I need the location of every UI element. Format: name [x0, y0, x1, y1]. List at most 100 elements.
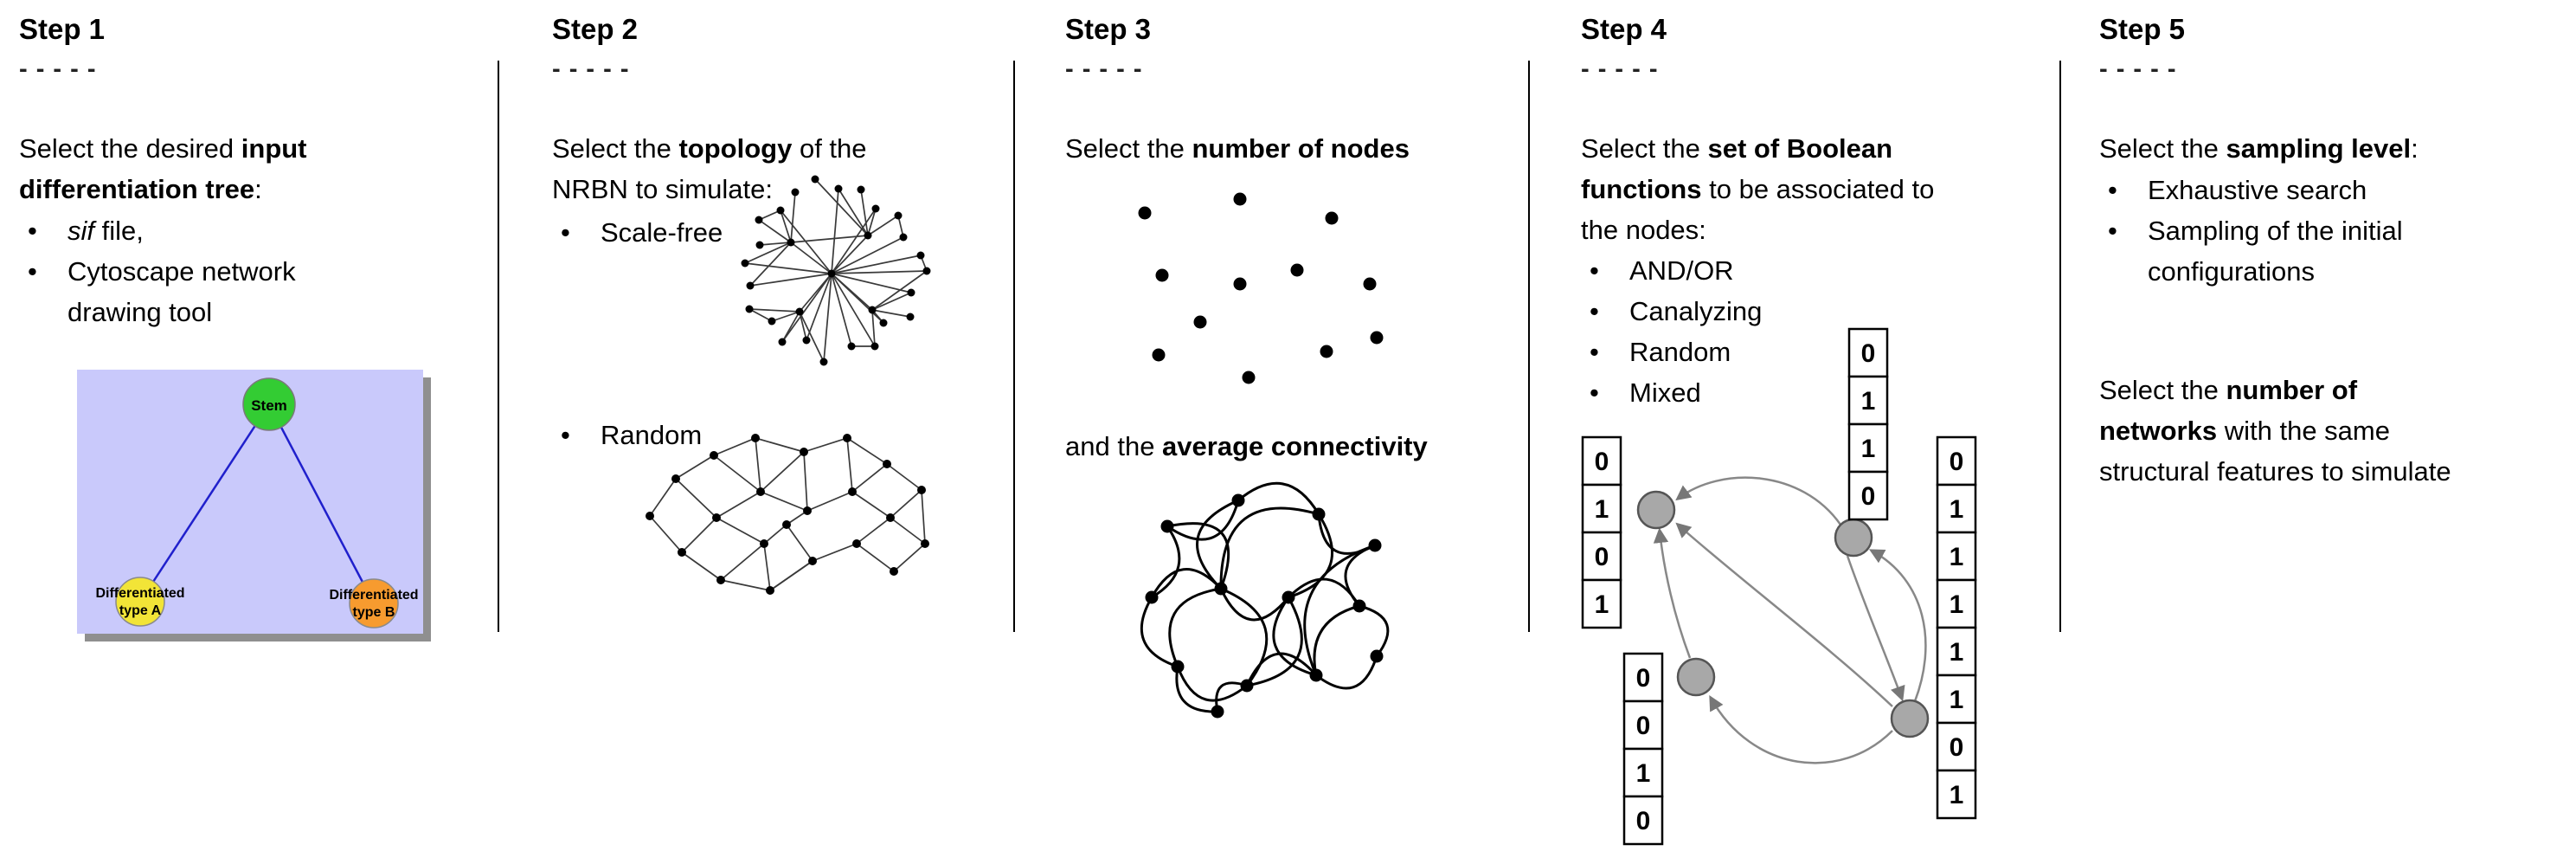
network-edge — [812, 543, 858, 562]
network-node — [1171, 660, 1185, 674]
truth-table-cell — [1581, 483, 1622, 534]
network-node — [916, 251, 925, 260]
gene-node-a — [1636, 490, 1676, 530]
column-divider-3 — [1528, 61, 1530, 632]
network-node — [755, 216, 763, 224]
network-edge — [1219, 588, 1290, 622]
network-edge — [781, 311, 800, 343]
bullet-text-line: Cytoscape network — [67, 256, 296, 287]
network-edge — [681, 551, 722, 581]
intro-line: structural features to simulate — [2099, 456, 2451, 487]
network-node — [778, 338, 787, 346]
network-node — [852, 539, 861, 548]
boolean-network-figure: 0 1 1 0 0 1 0 1 0 0 1 0 0 1 1 1 — [1581, 327, 1977, 846]
truth-table-value: 0 — [1595, 543, 1609, 571]
intro-text-bold: input — [241, 133, 307, 164]
network-edge — [803, 451, 808, 512]
intro-text-bold: number of nodes — [1192, 133, 1410, 164]
type-a-label-line2: type A — [119, 603, 162, 618]
network-node — [1242, 371, 1256, 384]
step-4-bullet-1: • AND/OR — [1581, 250, 1762, 291]
network-node — [751, 434, 760, 442]
network-node — [791, 188, 800, 197]
network-edge — [921, 489, 926, 545]
truth-table-value: 0 — [1861, 482, 1876, 511]
network-node — [879, 319, 888, 327]
step-2-column: Step 2 - - - - - Select the topology of … — [552, 0, 1026, 851]
network-edge — [1245, 652, 1318, 687]
network-edge — [716, 517, 765, 545]
network-edge — [681, 517, 717, 553]
network-edge — [755, 437, 805, 453]
network-node — [883, 460, 891, 468]
type-b-node — [349, 578, 399, 629]
step-5-paragraph-2: Select the number of networks with the s… — [2099, 370, 2451, 492]
network-node — [1290, 263, 1304, 277]
network-edge — [1150, 567, 1223, 598]
step-3-dashes: - - - - - — [1065, 55, 1143, 83]
truth-table-value: 1 — [1595, 495, 1609, 524]
network-node — [921, 539, 929, 548]
intro-text: Select the — [1581, 133, 1708, 164]
intro-text-bold: sampling level — [2226, 133, 2412, 164]
bullet-glyph: • — [561, 420, 570, 450]
arrow-c-to-a — [1653, 527, 1692, 659]
truth-table-top: 0 1 1 0 — [1847, 327, 1889, 521]
intro-line: Select the sampling level: — [2099, 128, 2419, 169]
intro-line: NRBN to simulate: — [552, 174, 773, 204]
network-node — [1233, 277, 1247, 291]
step-1-intro: Select the desired input differentiation… — [19, 128, 307, 210]
bullet-text: Sampling of the initial configurations — [2148, 210, 2403, 292]
intro-text: and the — [1065, 431, 1163, 461]
network-node — [741, 259, 749, 268]
truth-table-cell — [1936, 626, 1977, 677]
network-edge — [716, 491, 761, 519]
step-3-line-1: Select the number of nodes — [1065, 128, 1410, 169]
network-edge — [871, 309, 876, 347]
network-node — [745, 305, 754, 313]
network-node — [827, 269, 836, 278]
step-4-dashes: - - - - - — [1581, 55, 1659, 83]
network-edge — [780, 210, 792, 243]
bullet-text: Random — [601, 420, 703, 450]
intro-line: networks with the same — [2099, 410, 2451, 451]
network-node — [871, 204, 880, 213]
intro-text: : — [2411, 133, 2419, 164]
step-1-bullets: • sif file, • Cytoscape network drawing … — [19, 210, 296, 332]
network-edge — [851, 491, 891, 519]
network-edge — [1313, 604, 1360, 676]
truth-table-value: 1 — [1861, 435, 1876, 463]
network-edge — [860, 189, 869, 236]
bullet-glyph: • — [1590, 255, 1599, 286]
network-edge — [846, 437, 853, 493]
network-node — [1352, 599, 1366, 613]
intro-text-bold: differentiation tree — [19, 174, 255, 204]
network-edge — [1196, 499, 1239, 590]
boolean-network-nodes — [1636, 490, 1930, 738]
network-node — [802, 336, 811, 345]
network-node — [834, 184, 843, 193]
network-node — [776, 206, 785, 215]
network-node — [868, 306, 877, 314]
network-node — [1231, 493, 1245, 507]
network-edge — [744, 262, 832, 274]
column-divider-4 — [2059, 61, 2061, 632]
bullet-glyph: • — [1590, 377, 1599, 408]
intro-line: differentiation tree: — [19, 169, 307, 210]
bullet-glyph: • — [561, 217, 570, 248]
step-5-intro: Select the sampling level: — [2099, 128, 2419, 169]
network-edge — [748, 308, 773, 322]
intro-text-bold: number of — [2226, 375, 2358, 405]
bullet-glyph: • — [2108, 216, 2117, 246]
network-edge — [831, 208, 877, 274]
truth-table-value: 1 — [1950, 638, 1964, 667]
network-edge — [771, 311, 800, 322]
network-edge — [838, 188, 869, 236]
network-edge — [755, 437, 761, 493]
bullet-item: • Scale-free — [552, 212, 723, 253]
network-edge — [893, 543, 926, 572]
network-edge — [831, 273, 884, 324]
network-edge — [799, 311, 807, 341]
bullet-text: AND/OR — [1629, 255, 1734, 286]
network-edge — [851, 463, 888, 493]
